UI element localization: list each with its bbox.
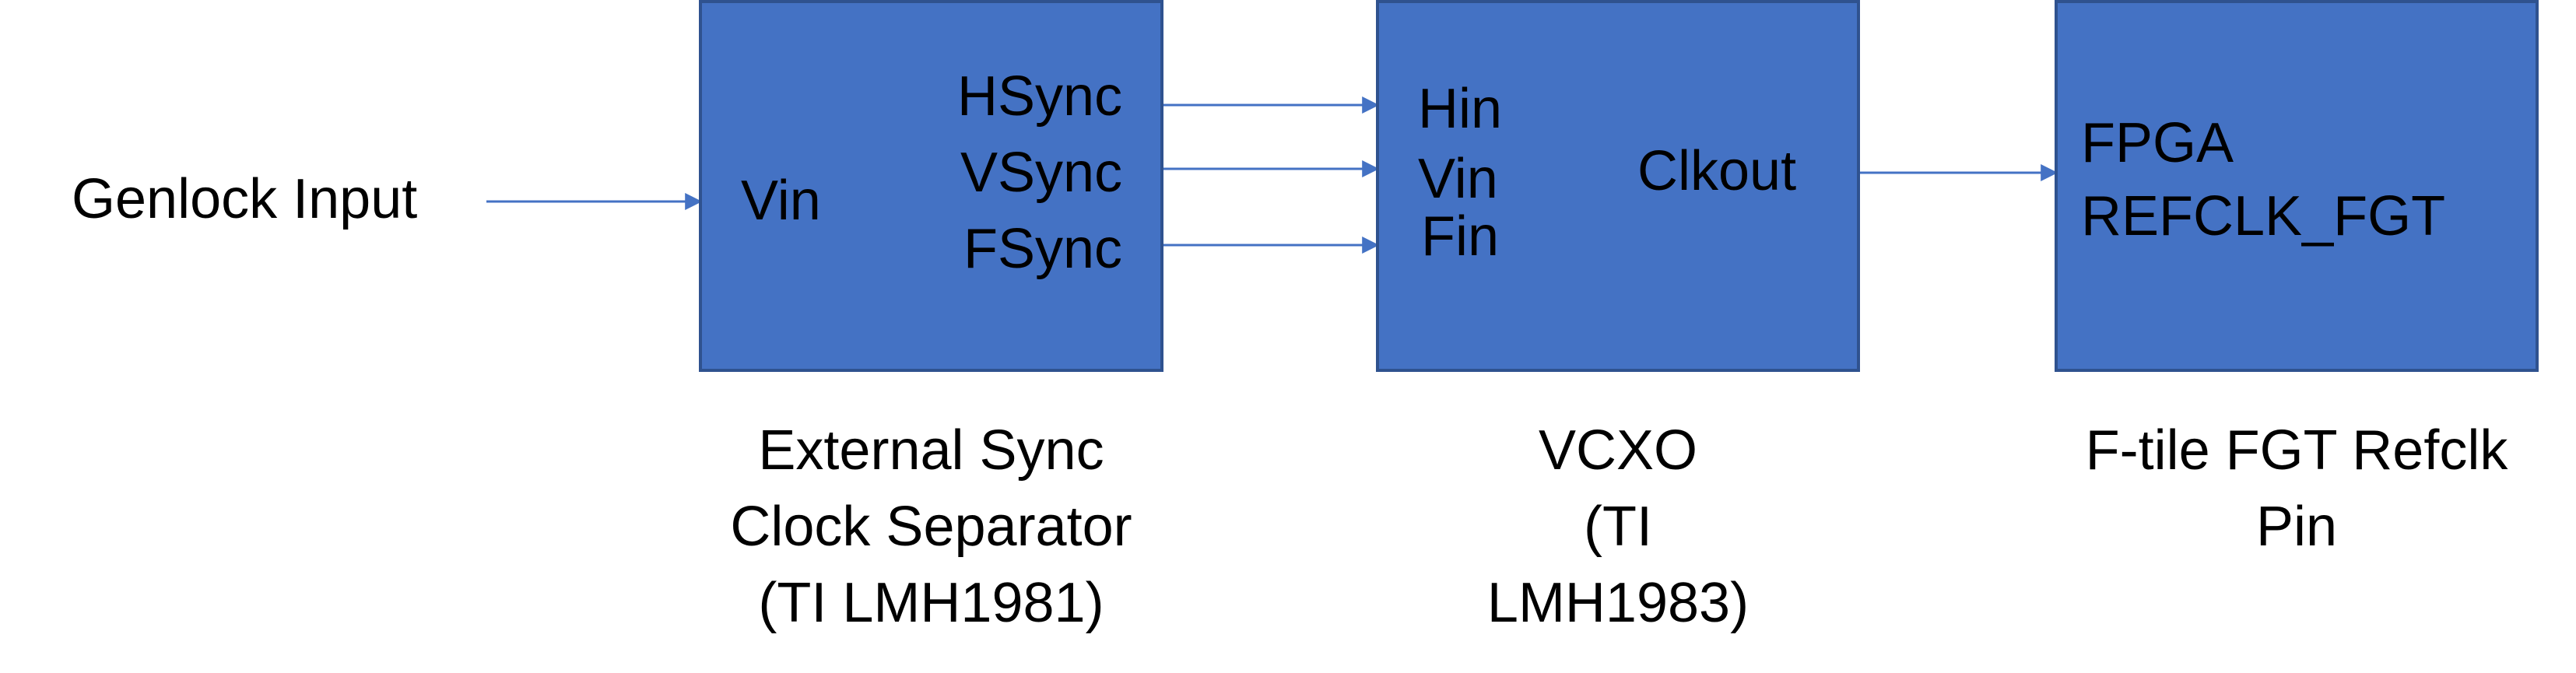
fpga-text-line-2: REFCLK_FGT — [2081, 185, 2446, 247]
vcxo-caption-line-3: LMH1983) — [1486, 572, 1750, 634]
vcxo-vin-port: Vin — [1418, 148, 1498, 210]
separator-caption-line-1: External Sync — [758, 419, 1104, 482]
sync-separator-block: Vin HSync VSync FSync — [699, 0, 1163, 372]
vcxo-fin-port: Fin — [1421, 205, 1500, 268]
vcxo-caption-line-2: (TI — [1584, 496, 1652, 558]
separator-hsync-port: HSync — [957, 65, 1123, 128]
fpga-text-line-1: FPGA — [2081, 112, 2234, 174]
vcxo-caption-line-1: VCXO — [1538, 419, 1698, 482]
separator-vsync-port: VSync — [960, 142, 1123, 204]
genlock-input-label: Genlock Input — [72, 168, 418, 230]
fpga-caption-line-2: Pin — [2255, 496, 2338, 558]
separator-caption-line-2: Clock Separator — [730, 496, 1132, 558]
fpga-block: FPGA REFCLK_FGT — [2055, 0, 2539, 372]
separator-caption-line-3: (TI LMH1981) — [758, 572, 1104, 634]
vcxo-hin-port: Hin — [1418, 78, 1503, 140]
separator-caption: External Sync Clock Separator (TI LMH198… — [660, 412, 1202, 641]
separator-fsync-port: FSync — [963, 218, 1123, 280]
separator-vin-port: Vin — [741, 170, 821, 232]
fpga-caption: F-tile FGT Refclk Pin — [2039, 412, 2554, 565]
vcxo-block: Hin Vin Fin Clkout — [1376, 0, 1860, 372]
vcxo-clkout-port: Clkout — [1637, 140, 1797, 202]
fpga-caption-line-1: F-tile FGT Refclk — [2085, 419, 2508, 482]
vcxo-caption: VCXO (TI LMH1983) — [1376, 412, 1860, 641]
